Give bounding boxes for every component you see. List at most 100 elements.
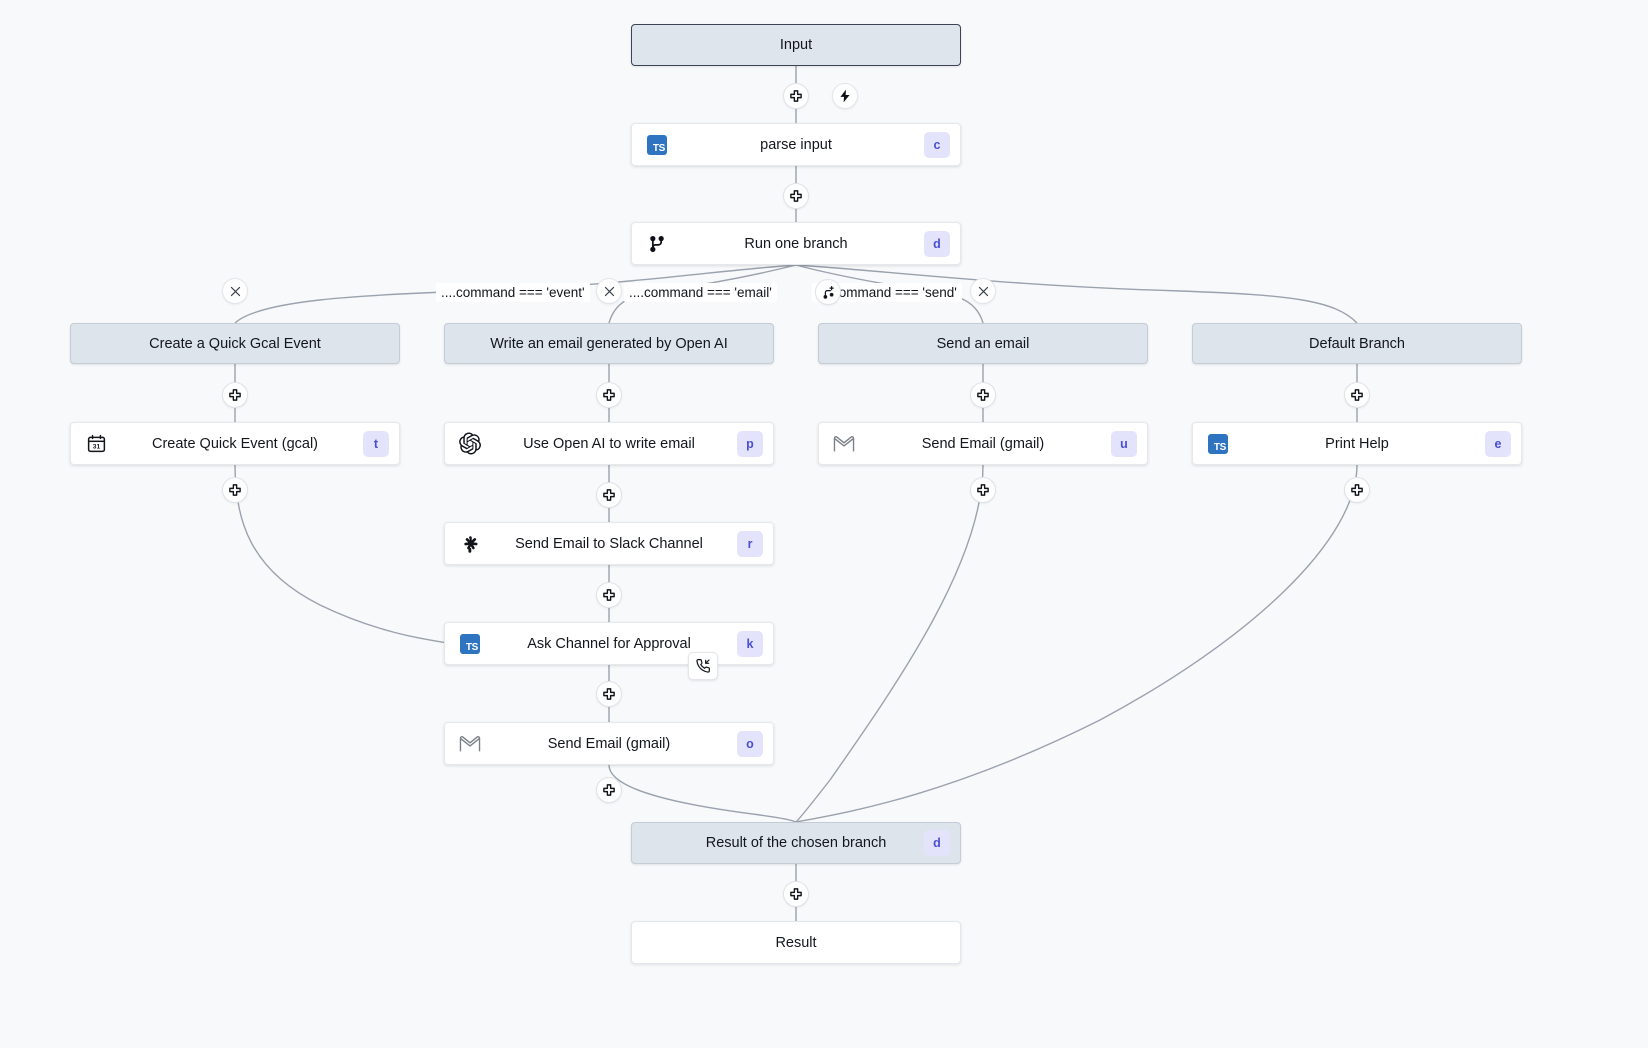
- openai-icon-wrap: [459, 432, 481, 455]
- node-label: Input: [779, 37, 813, 53]
- git-branch-icon-wrap: [646, 233, 668, 255]
- node-label: Create a Quick Gcal Event: [149, 335, 321, 352]
- gmail-icon-wrap: [459, 733, 481, 755]
- flow-node-parse[interactable]: TS parse input c: [631, 123, 961, 166]
- add-step-button[interactable]: [783, 83, 809, 109]
- node-label: Send Email (gmail): [547, 735, 671, 752]
- close-icon: [230, 286, 240, 296]
- typescript-icon-wrap: TS: [646, 134, 668, 156]
- typescript-icon-wrap: TS: [459, 633, 481, 655]
- flow-node-gmail3[interactable]: Send Email (gmail) u: [818, 422, 1148, 465]
- add-step-button[interactable]: [222, 477, 248, 503]
- plus-icon: [603, 784, 615, 796]
- plus-icon: [229, 484, 241, 496]
- slack-icon: [464, 535, 478, 553]
- flow-edge: [608, 764, 797, 823]
- flow-node-b4head[interactable]: Default Branch: [1192, 323, 1522, 364]
- flow-node-b1head[interactable]: Create a Quick Gcal Event: [70, 323, 400, 364]
- add-step-button[interactable]: [222, 382, 248, 408]
- shortcut-badge[interactable]: o: [737, 730, 763, 757]
- plus-icon: [229, 389, 241, 401]
- typescript-icon: TS: [1208, 433, 1228, 454]
- flow-node-openai[interactable]: Use Open AI to write email p: [444, 422, 774, 465]
- add-branch-button[interactable]: [815, 279, 841, 305]
- add-step-button[interactable]: [1344, 477, 1370, 503]
- plus-icon: [790, 888, 802, 900]
- shortcut-badge[interactable]: r: [737, 530, 763, 557]
- approval-suspend-badge[interactable]: [688, 652, 718, 680]
- flow-node-gmail2[interactable]: Send Email (gmail) o: [444, 722, 774, 765]
- plus-icon: [1351, 484, 1363, 496]
- add-step-button[interactable]: [970, 382, 996, 408]
- gmail-icon-wrap: [833, 433, 855, 455]
- trigger-button[interactable]: [832, 83, 858, 109]
- flow-node-slack[interactable]: Send Email to Slack Channel r: [444, 522, 774, 565]
- plus-icon: [603, 489, 615, 501]
- node-label: Default Branch: [1309, 335, 1405, 352]
- add-step-button[interactable]: [596, 482, 622, 508]
- close-icon: [604, 286, 614, 296]
- node-label: Print Help: [1325, 435, 1389, 452]
- flow-node-runbranch[interactable]: Run one branch d: [631, 222, 961, 265]
- node-label: Send an email: [936, 335, 1030, 352]
- shortcut-badge[interactable]: p: [737, 430, 763, 457]
- phone-incoming-icon: [696, 658, 711, 673]
- add-step-button[interactable]: [596, 382, 622, 408]
- node-label: Ask Channel for Approval: [527, 635, 691, 652]
- add-step-button[interactable]: [1344, 382, 1370, 408]
- delete-branch-button[interactable]: [222, 278, 248, 304]
- shortcut-badge[interactable]: u: [1111, 430, 1137, 457]
- plus-icon: [790, 190, 802, 202]
- shortcut-badge[interactable]: k: [737, 630, 763, 657]
- node-label: Result of the chosen branch: [705, 835, 887, 851]
- node-label: Result: [775, 934, 817, 951]
- shortcut-badge[interactable]: e: [1485, 430, 1511, 457]
- add-step-button[interactable]: [596, 681, 622, 707]
- lightning-bolt-icon: [840, 89, 850, 103]
- shortcut-badge[interactable]: c: [924, 131, 950, 158]
- add-step-button[interactable]: [596, 777, 622, 803]
- plus-icon: [1351, 389, 1363, 401]
- add-step-button[interactable]: [783, 183, 809, 209]
- flow-edge: [234, 464, 449, 644]
- flow-node-b2head[interactable]: Write an email generated by Open AI: [444, 323, 774, 364]
- flow-node-approval[interactable]: TS Ask Channel for Approval k: [444, 622, 774, 665]
- add-step-button[interactable]: [783, 881, 809, 907]
- svg-text:31: 31: [92, 444, 100, 451]
- typescript-icon-wrap: TS: [1207, 433, 1229, 455]
- typescript-icon: TS: [647, 134, 667, 155]
- shortcut-badge[interactable]: t: [363, 430, 389, 457]
- close-icon: [978, 286, 988, 296]
- branch-condition-label[interactable]: ....command === 'email': [624, 283, 777, 302]
- node-label: Send Email to Slack Channel: [515, 535, 703, 552]
- node-label: parse input: [760, 136, 832, 153]
- calendar-icon-wrap: 31: [85, 433, 107, 455]
- node-label: Send Email (gmail): [921, 435, 1045, 452]
- delete-branch-button[interactable]: [970, 278, 996, 304]
- plus-icon: [603, 688, 615, 700]
- node-label: Run one branch: [744, 235, 848, 252]
- shortcut-badge[interactable]: d: [924, 230, 950, 257]
- node-label: Use Open AI to write email: [523, 435, 695, 452]
- flow-node-printhelp[interactable]: TS Print Help e: [1192, 422, 1522, 465]
- add-step-button[interactable]: [970, 477, 996, 503]
- gmail-icon: [833, 435, 855, 451]
- node-label: Write an email generated by Open AI: [490, 335, 728, 352]
- flow-node-result[interactable]: Result: [631, 921, 961, 964]
- flow-node-b3head[interactable]: Send an email: [818, 323, 1148, 364]
- plus-icon: [603, 589, 615, 601]
- add-branch-icon: [823, 285, 834, 299]
- plus-icon: [790, 90, 802, 102]
- flow-node-collect[interactable]: Result of the chosen branch d: [631, 822, 961, 864]
- branch-condition-label[interactable]: ....command === 'event': [436, 283, 590, 302]
- flow-edge: [795, 464, 1358, 823]
- openai-icon: [459, 432, 481, 455]
- flow-edge: [795, 464, 984, 823]
- flow-node-input[interactable]: Input: [631, 24, 961, 66]
- add-step-button[interactable]: [596, 582, 622, 608]
- calendar-icon: 31: [87, 434, 105, 453]
- delete-branch-button[interactable]: [596, 278, 622, 304]
- shortcut-badge[interactable]: d: [924, 830, 950, 856]
